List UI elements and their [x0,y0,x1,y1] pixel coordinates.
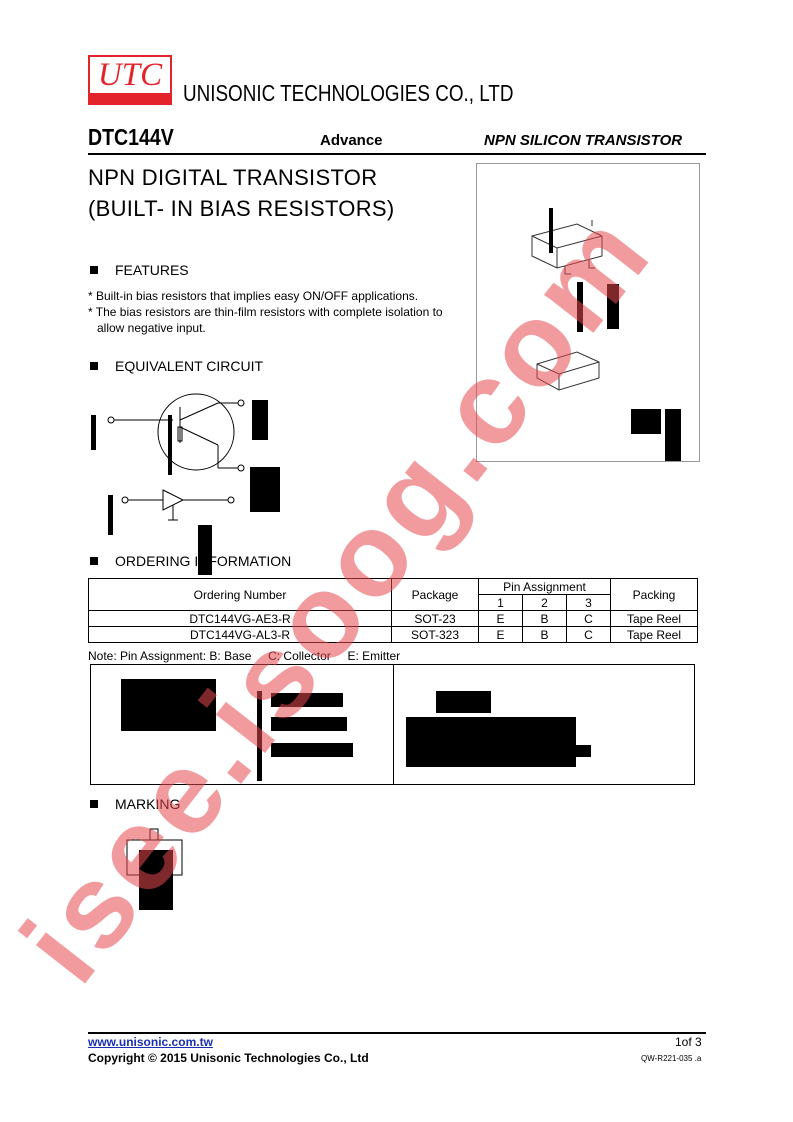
website-link[interactable]: www.unisonic.com.tw [88,1035,213,1049]
copyright: Copyright © 2015 Unisonic Technologies C… [88,1051,369,1065]
page-number: 1of 3 [675,1035,702,1049]
package-drawings [531,208,681,464]
package-images [476,163,700,464]
footer-divider [88,1032,706,1034]
header-divider [88,153,706,155]
features-heading: FEATURES [90,262,189,278]
ordering-heading: ORDERING INFORMATION [90,553,291,569]
feature-item: * The bias resistors are thin-film resis… [88,305,443,319]
equivalent-circuit-diagram [91,393,280,535]
utc-logo: UTC [88,55,172,105]
company-name: UNISONIC TECHNOLOGIES CO., LTD [183,80,514,106]
pin-note: Note: Pin Assignment: B: Base C: Collect… [88,649,401,663]
title-line1: NPN DIGITAL TRANSISTOR [88,165,378,190]
part-number: DTC144V [88,124,174,150]
marking-heading: MARKING [90,796,180,812]
part-numbering-box [90,664,695,785]
status-label: Advance [320,132,383,149]
marking-diagram [126,828,183,910]
title-line2: (BUILT- IN BIAS RESISTORS) [88,196,395,221]
transistor-type: NPN SILICON TRANSISTOR [484,132,683,149]
feature-item: * Built-in bias resistors that implies e… [88,289,419,303]
equivalent-circuit-heading: EQUIVALENT CIRCUIT [90,358,263,374]
document-code: QW-R221-035 .a [641,1054,702,1063]
feature-item: allow negative input. [97,321,206,335]
